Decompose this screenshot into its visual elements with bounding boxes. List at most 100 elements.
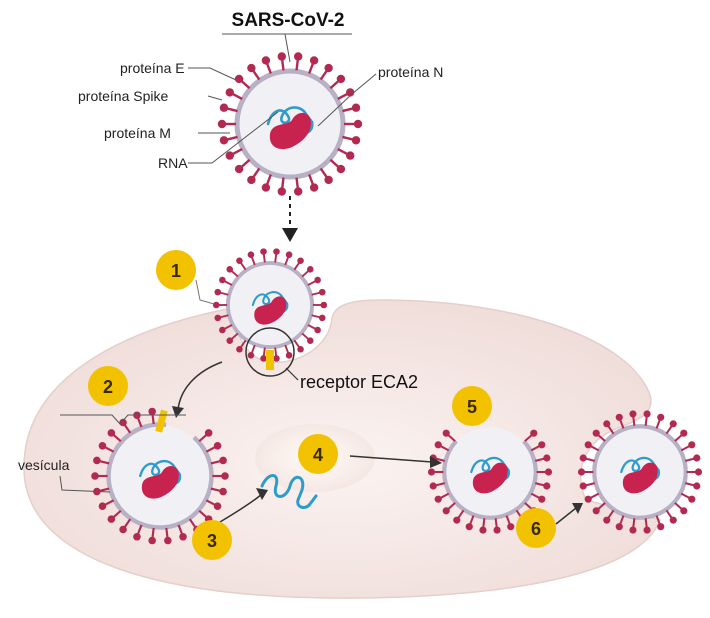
viral-rna — [470, 456, 510, 482]
spike-head — [234, 164, 244, 174]
protein-n-leader — [317, 73, 377, 127]
rna-label: RNA — [158, 155, 188, 171]
spike-head — [643, 526, 651, 534]
spike-head — [584, 495, 592, 503]
spike-head — [273, 355, 280, 362]
spike-head — [657, 523, 665, 531]
spike-head — [277, 187, 287, 196]
step-1-bracket — [195, 279, 215, 305]
spike-head — [226, 266, 234, 273]
spike-head — [148, 536, 156, 545]
n-protein — [622, 462, 658, 494]
spike-head — [688, 495, 696, 503]
spike-head — [592, 429, 600, 437]
protein-e-label: proteína E — [120, 60, 185, 76]
spike-head — [247, 352, 255, 359]
spike-head — [680, 507, 688, 515]
spike-head — [479, 526, 487, 534]
spike-head — [219, 103, 229, 112]
viral-rna — [139, 459, 182, 486]
spike-head — [657, 413, 665, 421]
protein-m-label: proteína M — [104, 125, 171, 141]
spike-head — [247, 63, 256, 73]
spike-head — [133, 532, 141, 541]
spike-head — [306, 337, 314, 344]
spike-head — [277, 52, 287, 61]
spike-head — [261, 183, 271, 192]
spike-head — [346, 151, 355, 160]
spike-head — [285, 251, 293, 258]
n-protein — [472, 462, 508, 494]
spike-head — [164, 536, 172, 545]
entry-arrowhead — [282, 228, 298, 242]
protein-e-leader — [188, 67, 237, 81]
step-3-number: 3 — [207, 531, 217, 551]
step-3-badge: 3 — [192, 520, 232, 560]
spike-head — [219, 487, 227, 496]
spike-head — [247, 175, 256, 185]
spike-head — [603, 420, 611, 428]
spike-head — [98, 502, 107, 510]
spike-head — [273, 248, 280, 255]
spike-head — [324, 175, 333, 185]
spike-head — [285, 352, 293, 359]
spike-head — [543, 482, 551, 490]
step-1-badge: 1 — [156, 250, 196, 290]
spike-head — [429, 482, 437, 490]
receptor-eca2 — [266, 350, 274, 370]
released-virus — [577, 410, 703, 534]
spike-head — [538, 495, 546, 503]
spike-head — [119, 525, 127, 534]
spike-head — [544, 468, 553, 476]
spike-head — [107, 515, 116, 523]
spike-head — [577, 468, 586, 476]
vesicle-label: vesícula — [18, 457, 70, 473]
spike-head — [669, 420, 677, 428]
receptor-eca2-label: receptor ECA2 — [300, 372, 418, 392]
spike-head — [643, 410, 651, 418]
released-rna — [260, 474, 318, 509]
spike-head — [579, 482, 587, 490]
spike-head — [603, 516, 611, 524]
spike-head — [219, 326, 226, 334]
protein-spike-leader — [207, 95, 223, 101]
n-protein — [254, 296, 287, 325]
spike-head — [219, 276, 226, 284]
diagram-title: SARS-CoV-2 — [232, 10, 345, 31]
release-arrowhead — [572, 503, 583, 514]
spike-head — [629, 410, 637, 418]
spike-head — [309, 183, 319, 192]
spike-head — [179, 532, 187, 541]
spike-head — [213, 442, 222, 450]
spike-head — [293, 52, 303, 61]
spike-head — [204, 429, 213, 437]
spike-head — [453, 516, 461, 524]
spike-head — [507, 523, 515, 531]
spike-head — [214, 288, 222, 296]
spike-head — [427, 468, 436, 476]
spike-head — [314, 276, 321, 284]
n-protein — [269, 112, 312, 150]
assembly-arrow — [349, 455, 433, 463]
virus-envelope — [106, 422, 214, 530]
spike-head — [592, 507, 600, 515]
spike-head — [465, 523, 473, 531]
receptor-highlight-circle — [245, 327, 295, 377]
step-2-badge: 2 — [88, 366, 128, 406]
spike-head — [309, 56, 319, 65]
spike-head — [226, 337, 234, 344]
spike-head — [214, 314, 222, 322]
spike-head — [234, 74, 244, 84]
spike-head — [225, 151, 234, 160]
spike-head — [493, 526, 501, 534]
spike-head — [579, 454, 587, 462]
spike-head — [293, 187, 303, 196]
protein-n-label: proteína N — [378, 64, 443, 80]
spike-head — [219, 456, 227, 465]
assembly-arrowhead — [430, 456, 442, 468]
spike-head — [693, 454, 701, 462]
spike-head — [236, 257, 243, 264]
step-6-badge: 6 — [516, 508, 556, 548]
spike-head — [351, 136, 361, 145]
